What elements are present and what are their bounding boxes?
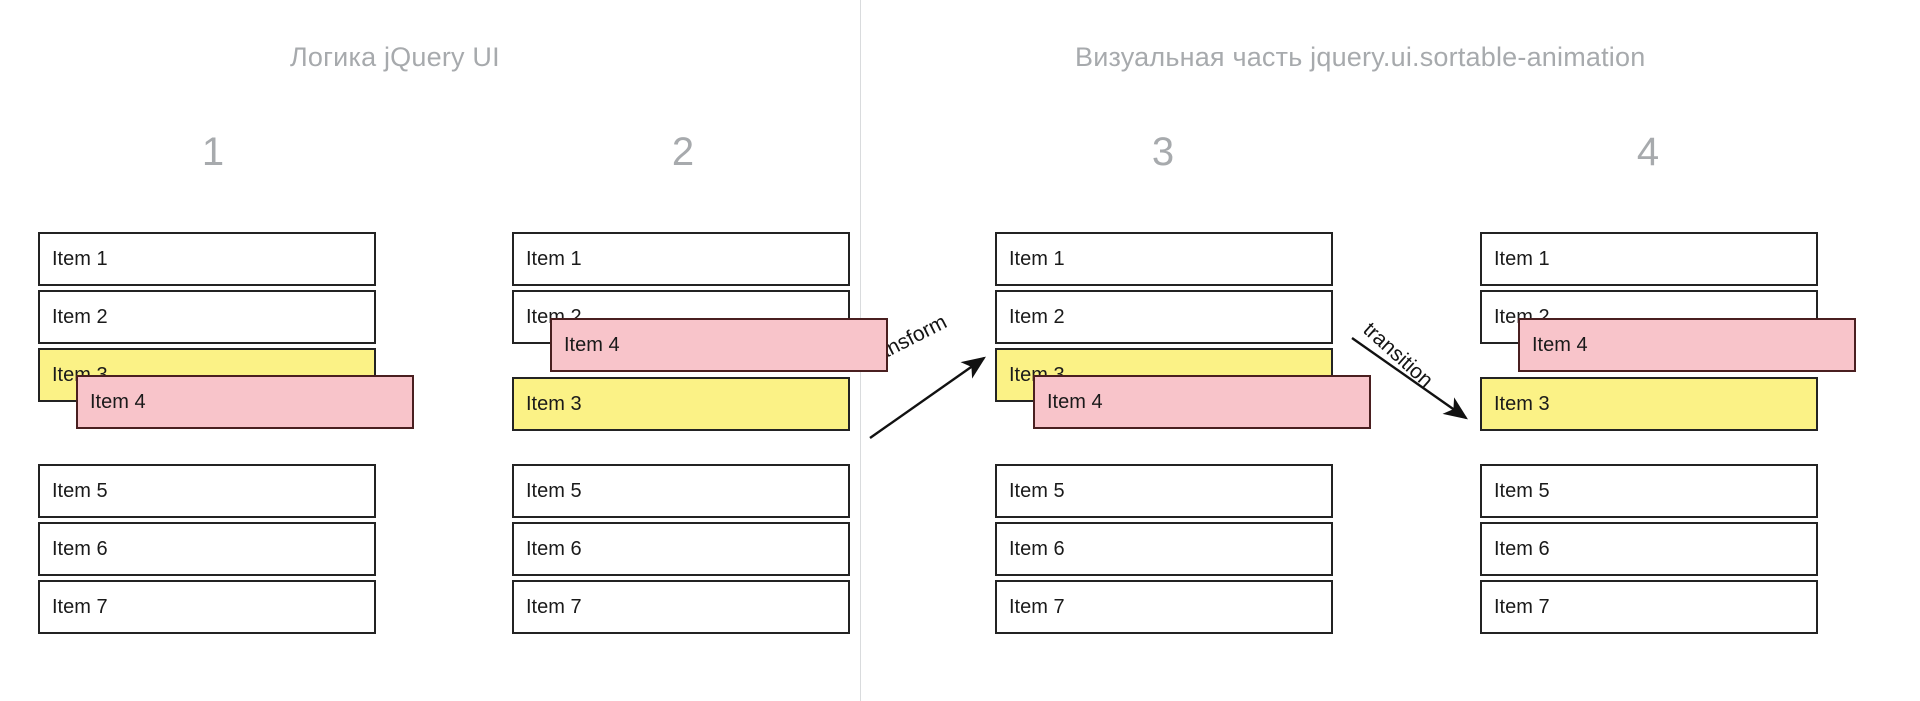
list-item[interactable]: Item 5 xyxy=(512,464,850,518)
list-item[interactable]: Item 5 xyxy=(995,464,1333,518)
drag-helper-item[interactable]: Item 4 xyxy=(1518,318,1856,372)
list-item[interactable]: Item 2 xyxy=(995,290,1333,344)
list-item[interactable]: Item 1 xyxy=(38,232,376,286)
list-item[interactable]: Item 1 xyxy=(1480,232,1818,286)
list-item[interactable]: Item 6 xyxy=(38,522,376,576)
step-number-3: 3 xyxy=(1151,130,1175,174)
list-item[interactable]: Item 5 xyxy=(38,464,376,518)
list-item[interactable]: Item 5 xyxy=(1480,464,1818,518)
list-item[interactable]: Item 6 xyxy=(995,522,1333,576)
list-item[interactable]: Item 6 xyxy=(1480,522,1818,576)
step-number-1: 1 xyxy=(201,130,225,174)
step-number-4: 4 xyxy=(1636,130,1660,174)
step-number-2: 2 xyxy=(671,130,695,174)
panel-title-left: Логика jQuery UI xyxy=(290,42,500,72)
list-item[interactable]: Item 7 xyxy=(995,580,1333,634)
list-item[interactable]: Item 7 xyxy=(512,580,850,634)
drag-helper-item[interactable]: Item 4 xyxy=(76,375,414,429)
list-item[interactable]: Item 2 xyxy=(38,290,376,344)
drag-helper-item[interactable]: Item 4 xyxy=(1033,375,1371,429)
panel-title-right: Визуальная часть jquery.ui.sortable-anim… xyxy=(1075,42,1646,72)
list-item-highlighted[interactable]: Item 3 xyxy=(512,377,850,431)
list-item[interactable]: Item 1 xyxy=(512,232,850,286)
list-item[interactable]: Item 7 xyxy=(38,580,376,634)
drag-helper-item[interactable]: Item 4 xyxy=(550,318,888,372)
list-item-highlighted[interactable]: Item 3 xyxy=(1480,377,1818,431)
list-item[interactable]: Item 1 xyxy=(995,232,1333,286)
list-item[interactable]: Item 6 xyxy=(512,522,850,576)
list-item[interactable]: Item 7 xyxy=(1480,580,1818,634)
